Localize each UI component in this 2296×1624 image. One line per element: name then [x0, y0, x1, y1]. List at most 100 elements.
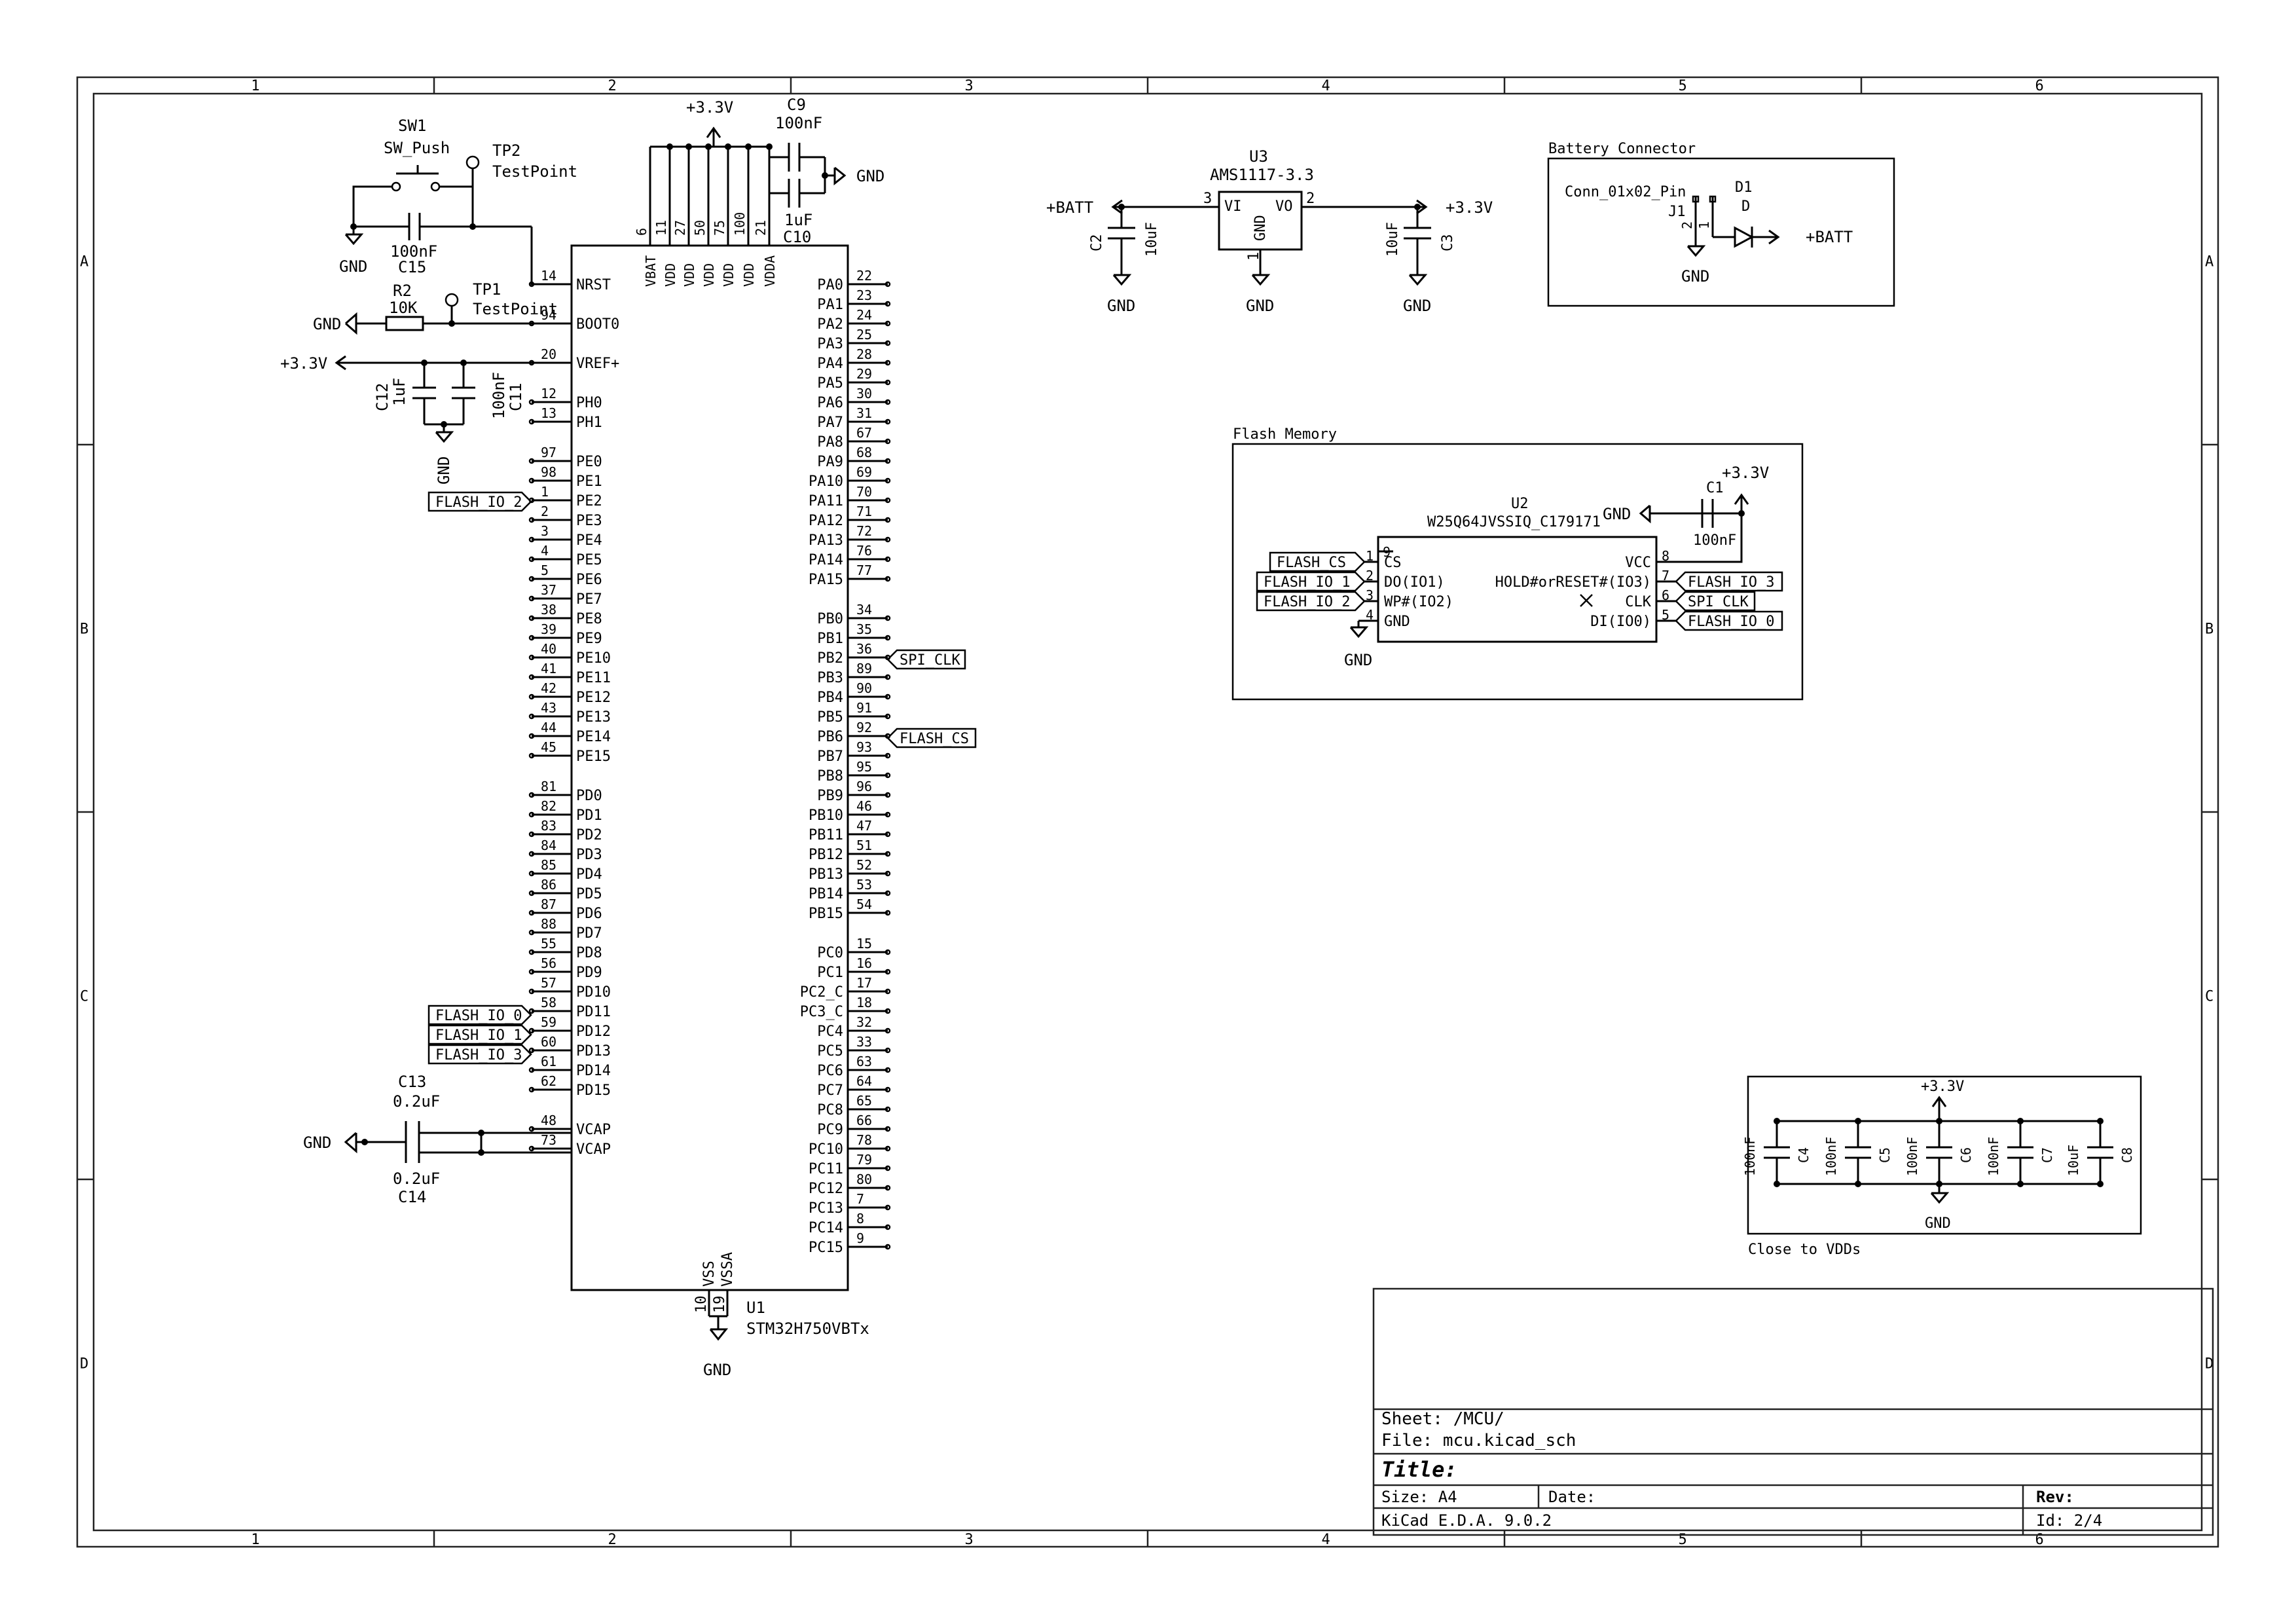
u1-pin-terminal — [884, 910, 891, 916]
u1-right-pin-number: 36 — [856, 641, 872, 657]
u1-right-pin-number: 31 — [856, 405, 872, 421]
u1-right-pin-name: PA9 — [817, 454, 843, 470]
net-label-pb2: SPI_CLK — [900, 652, 960, 669]
net-label-pd11: FLASH_IO_0 — [435, 1008, 522, 1024]
u1-pin-terminal — [884, 536, 891, 543]
u1-top-pin-number: 50 — [692, 220, 708, 236]
u1-top-pin-number: 6 — [634, 228, 649, 236]
u1-left-pin-number: 83 — [541, 818, 556, 834]
u1-top-pin-number: 27 — [672, 220, 688, 236]
vref-rail-label: +3.3V — [280, 354, 327, 373]
u1-pin-terminal — [884, 1244, 891, 1250]
net-label-pe2: FLASH_IO_2 — [435, 494, 522, 511]
u1-ref: U1 — [746, 1299, 765, 1317]
u1-right-pin-number: 9 — [856, 1230, 864, 1246]
c1-ref: C1 — [1706, 480, 1724, 496]
u1-left-pin-name: PH1 — [576, 415, 602, 431]
u1-left-pin-number: 88 — [541, 916, 556, 932]
u1-pin-terminal — [884, 556, 891, 563]
u1-pin-terminal — [884, 870, 891, 877]
u1-left-pin-name: PE10 — [576, 650, 611, 667]
u1-right-pin-number: 7 — [856, 1191, 864, 1207]
u1-pin-terminal — [884, 458, 891, 464]
c3-gnd-label: GND — [1403, 297, 1431, 315]
vdd-rail-label: +3.3V — [686, 98, 733, 117]
u3-pin-1: 1 — [1246, 252, 1262, 261]
title-label: Title: — [1381, 1457, 1457, 1482]
decoupling-cap-value: 100nF — [1823, 1137, 1839, 1176]
c14-value: 0.2uF — [393, 1170, 440, 1188]
u1-top-pin-name: VDD — [701, 263, 717, 287]
u1-right-pin-number: 29 — [856, 366, 872, 382]
u1-pin-terminal — [884, 752, 891, 759]
c15-ref: C15 — [398, 258, 426, 276]
u3-pin-gnd: GND — [1252, 215, 1269, 241]
u1-pin-terminal — [528, 1008, 535, 1014]
sheet-name: Sheet: /MCU/ — [1381, 1409, 1504, 1429]
u1-top-pin-name: VDDA — [762, 255, 778, 287]
u1-left-pin-name: PD0 — [576, 788, 602, 804]
u1-left-pin-name: PE14 — [576, 729, 611, 745]
u1-top-pin-name: VBAT — [643, 255, 659, 287]
u1-left-pin-name: PE3 — [576, 513, 602, 529]
u1-left-pin-number: 62 — [541, 1073, 556, 1089]
u1-left-pin-number: 41 — [541, 661, 556, 676]
u1-right-pin-name: PA14 — [809, 552, 843, 568]
u2-pin-9: 9 — [1383, 544, 1391, 560]
u3-gnd-label: GND — [1246, 297, 1274, 315]
tool-label: KiCad E.D.A. 9.0.2 — [1381, 1511, 1552, 1530]
vss-gnd-label: GND — [703, 1361, 731, 1379]
u1-right-pin-name: PA7 — [817, 415, 843, 431]
u1-right-pin-name: PA12 — [809, 513, 843, 529]
d1-value: D — [1741, 198, 1750, 215]
u1-pin-terminal — [884, 1224, 891, 1230]
u1-left-pin-name: VREF+ — [576, 356, 619, 372]
frame-row-A-right: A — [2205, 254, 2214, 270]
u1-pin-terminal — [884, 890, 891, 896]
u1-left-pin-number: 1 — [541, 484, 549, 500]
u1-left-pin-name: PD3 — [576, 847, 602, 863]
j1-ref: J1 — [1668, 204, 1686, 220]
u1-pin-terminal — [528, 654, 535, 661]
u1-left-pin-number: 4 — [541, 543, 549, 559]
u1-right-pin-number: 18 — [856, 995, 872, 1010]
u1-right-pin-number: 79 — [856, 1152, 872, 1168]
frame-row-C-left: C — [80, 989, 88, 1005]
u1-right-pin-name: PC12 — [809, 1181, 843, 1197]
regulator-u3[interactable]: U3 AMS1117-3.3 VI VO GND 3 2 1 +BATT +3.… — [1046, 147, 1493, 315]
u1-right-pin-name: PA8 — [817, 434, 843, 451]
c10-ref: C10 — [783, 228, 811, 246]
vref-gnd-label: GND — [435, 456, 453, 485]
u1-pin-terminal — [884, 1106, 891, 1113]
decoupling-cap-value: 100nF — [1742, 1137, 1758, 1176]
u1-left-pin-name: PD9 — [576, 965, 602, 981]
u1-left-pin-number: 60 — [541, 1034, 556, 1050]
u1-top-pin-number: 100 — [732, 212, 748, 236]
u1-left-pin-name: PE4 — [576, 532, 602, 549]
u1-pin-terminal — [884, 1008, 891, 1014]
u1-pin-terminal — [884, 693, 891, 700]
u2-io3-label: FLASH_IO_3 — [1688, 574, 1774, 591]
decoupling-cap-ref: C6 — [1958, 1147, 1974, 1163]
u1-left-pin-name: PD12 — [576, 1024, 611, 1040]
u1-right-pin-number: 69 — [856, 464, 872, 480]
u1-pin-terminal — [884, 1126, 891, 1132]
u2-left-pin-name: DO(IO1) — [1384, 574, 1445, 591]
c9-gnd-label: GND — [856, 167, 884, 185]
u1-pin-vssa-name: VSSA — [720, 1252, 736, 1287]
u1-pin-terminal — [528, 733, 535, 739]
u1-right-pin-number: 30 — [856, 386, 872, 401]
u1-value: STM32H750VBTx — [746, 1320, 869, 1338]
u1-right-pin-name: PB1 — [817, 631, 843, 647]
u1-right-pin-name: PC8 — [817, 1102, 843, 1118]
net-label-pb6: FLASH_CS — [900, 731, 969, 747]
u1-left-pin-number: 94 — [541, 307, 556, 323]
d1-ref: D1 — [1735, 179, 1753, 196]
u1-left-pin-name: PD1 — [576, 807, 602, 824]
u1-pin-terminal — [884, 517, 891, 523]
u1-right-pin-name: PB11 — [809, 827, 843, 843]
u1-pin-terminal — [528, 517, 535, 523]
